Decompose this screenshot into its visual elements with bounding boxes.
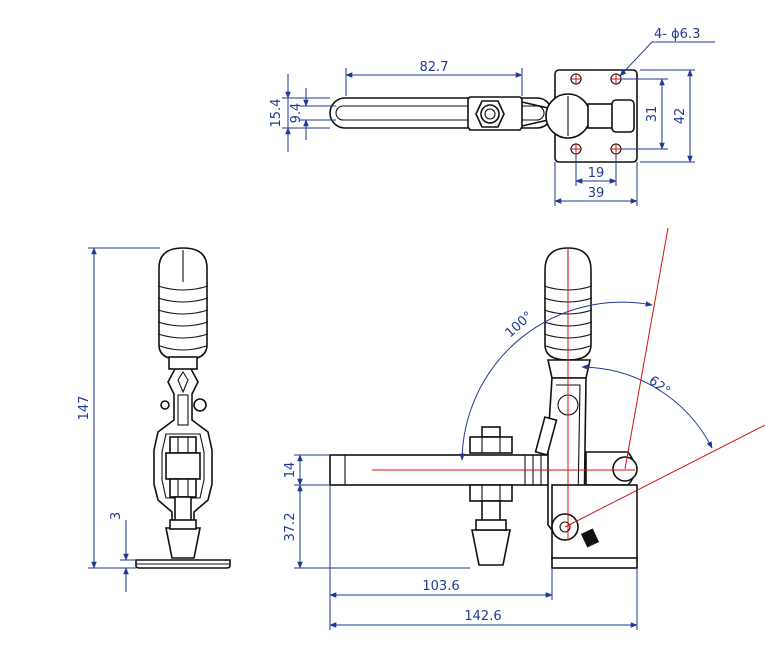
dim-overall-length: 142.6 <box>464 609 501 624</box>
lower-nut <box>169 478 197 498</box>
stop-screw <box>580 528 600 548</box>
spindle-cap <box>481 426 501 438</box>
centerline-pivot <box>564 424 765 528</box>
dim-base-thickness: 3 <box>109 512 124 520</box>
dim-spindle-height: 37.2 <box>283 513 298 542</box>
dim-base-inner-height: 31 <box>645 106 660 123</box>
side-view: 147 3 <box>77 247 231 592</box>
handle-collar <box>547 359 591 379</box>
handle-slot <box>335 105 545 121</box>
arm-right <box>190 368 213 522</box>
dim-bar-thickness: 14 <box>283 462 298 479</box>
dim-handle-outer: 15.4 <box>269 99 284 128</box>
dim-open-angle: 100° <box>503 309 536 341</box>
grip-ribs <box>157 285 209 351</box>
arm-left <box>153 368 176 522</box>
arc-open-angle <box>459 301 653 461</box>
centerline-open-handle <box>624 227 669 470</box>
dim-pivot-angle: 62° <box>646 373 673 399</box>
top-view: 82.7 15.4 9.4 4- ϕ6.3 31 42 19 39 <box>269 27 715 206</box>
dim-base-outer-height: 42 <box>673 108 688 125</box>
spindle-core <box>484 108 496 120</box>
dim-base-inner-width: 19 <box>588 166 605 181</box>
dim-base-outer-width: 39 <box>588 186 605 201</box>
clamp-block <box>165 452 201 480</box>
arc-pivot-angle <box>581 364 713 449</box>
spindle-top <box>480 104 500 124</box>
front-base-plate <box>551 557 638 569</box>
pivot-ear <box>611 99 635 133</box>
top-nut <box>469 436 513 454</box>
bottom-nut <box>469 484 513 502</box>
dim-reach: 103.6 <box>422 579 459 594</box>
front-view: 100° 62° 14 37.2 103.6 142.6 <box>283 227 765 630</box>
dim-total-height: 147 <box>77 396 92 421</box>
front-spindle <box>481 500 501 522</box>
dim-handle-length: 82.7 <box>420 60 449 75</box>
rubber-tip <box>165 527 201 559</box>
dim-handle-inner: 9.4 <box>289 103 304 124</box>
dim-holes: 4- ϕ6.3 <box>654 27 700 42</box>
spindle <box>174 496 192 522</box>
grip-collar <box>168 356 198 370</box>
front-rubber-tip <box>471 529 511 566</box>
mounting-holes <box>570 73 622 155</box>
upper-nut <box>169 436 197 454</box>
